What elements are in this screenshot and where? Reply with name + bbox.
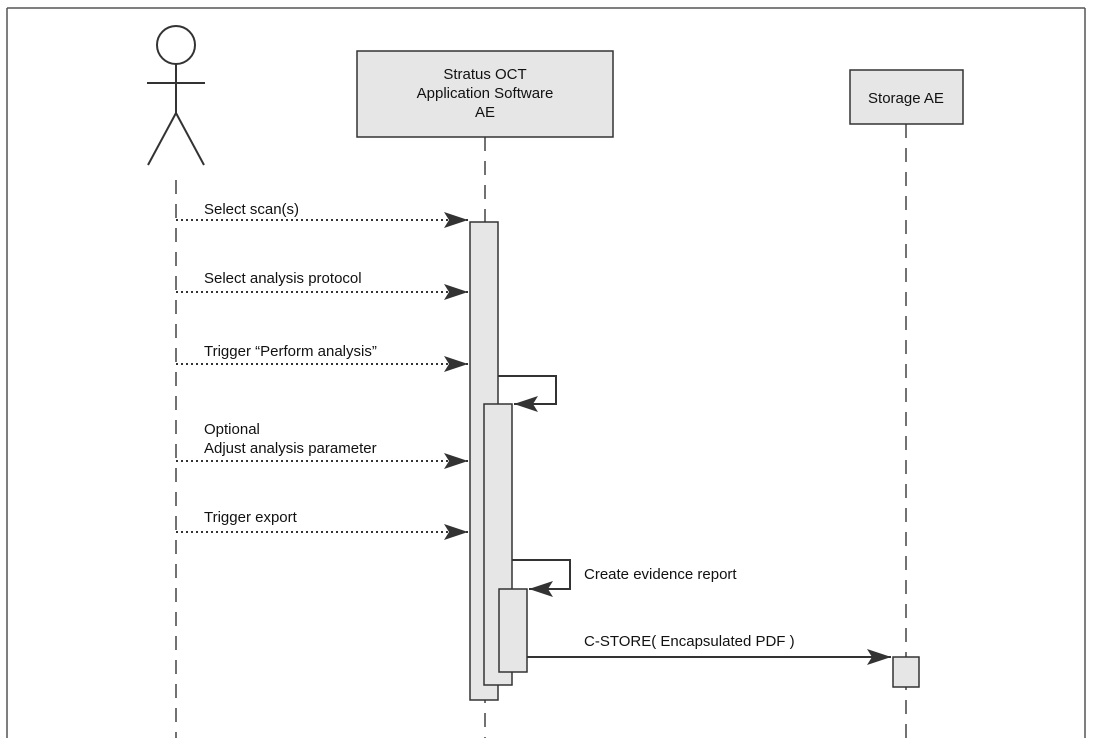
message-select-scans-label: Select scan(s): [204, 201, 299, 218]
participant-app-line2: Application Software: [417, 85, 554, 102]
actor-left-leg: [147, 112, 177, 166]
participant-storage-box: [849, 69, 964, 125]
activation-app-analysis: [483, 403, 513, 686]
participant-app-line3: AE: [475, 104, 495, 121]
actor-figure: [147, 25, 205, 166]
participant-storage-label: Storage AE: [868, 90, 944, 107]
message-trigger-perform-label: Trigger “Perform analysis”: [204, 343, 377, 360]
activation-app-report: [498, 588, 528, 673]
actor-head: [156, 25, 196, 65]
participant-app-line1: Stratus OCT: [443, 66, 526, 83]
participant-app: Stratus OCT Application Software AE: [356, 50, 614, 138]
message-adjust-parameter-label: Adjust analysis parameter: [204, 440, 377, 457]
participant-app-box: [356, 50, 614, 138]
self-message-analysis-arrow: [498, 375, 557, 412]
message-optional-label: Optional: [204, 421, 260, 438]
message-select-protocol-label: Select analysis protocol: [204, 270, 362, 287]
message-c-store-label: C-STORE( Encapsulated PDF ): [584, 633, 795, 650]
actor-right-leg: [175, 112, 205, 166]
self-message-create-report-arrow: [512, 559, 571, 597]
message-trigger-export-label: Trigger export: [204, 509, 298, 526]
activation-storage: [892, 656, 920, 688]
message-create-report-label: Create evidence report: [584, 566, 737, 583]
participant-storage: Storage AE: [849, 69, 964, 125]
